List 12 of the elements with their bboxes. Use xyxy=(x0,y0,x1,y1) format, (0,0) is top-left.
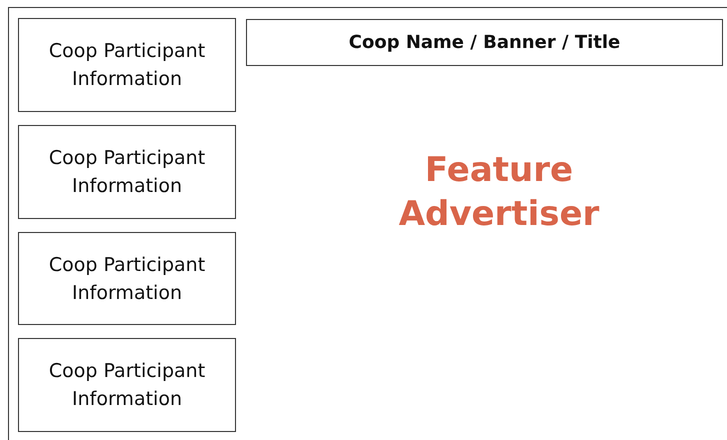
participant-label: Coop Participant Information xyxy=(48,39,206,92)
participant-label: Coop Participant Information xyxy=(48,146,206,199)
feature-heading: Feature Advertiser xyxy=(398,149,600,236)
info-box xyxy=(18,125,236,219)
info-box xyxy=(18,338,236,432)
title-banner xyxy=(246,19,723,66)
info-box xyxy=(18,18,236,112)
banner-title: Coop Name / Banner / Title xyxy=(348,30,620,54)
participant-label: Coop Participant Information xyxy=(48,252,206,306)
info-box xyxy=(18,232,236,325)
page-frame xyxy=(8,7,727,440)
participant-label: Coop Participant Information xyxy=(48,359,206,412)
